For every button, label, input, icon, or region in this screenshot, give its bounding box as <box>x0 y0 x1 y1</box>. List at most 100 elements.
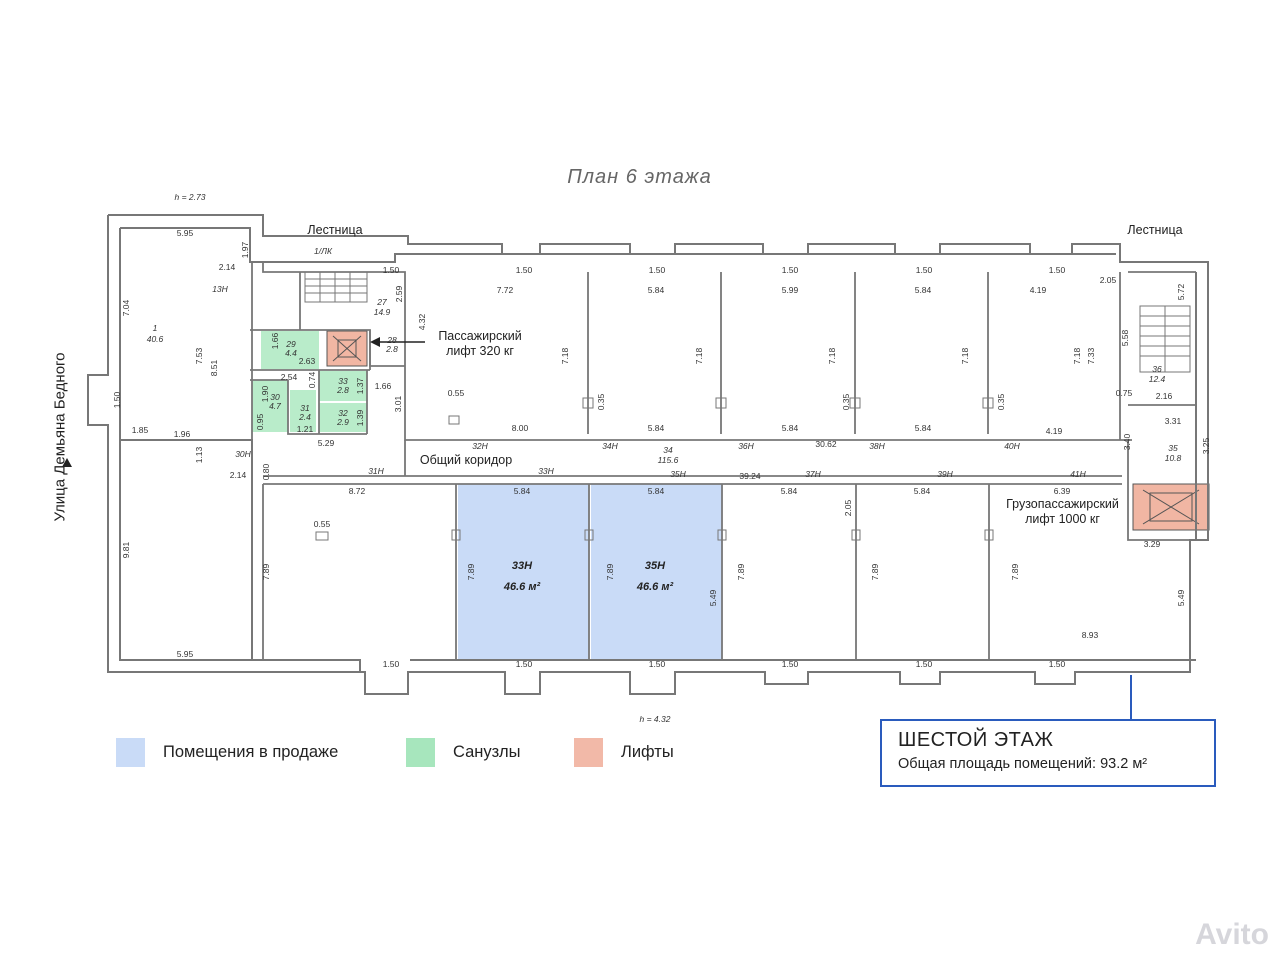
dim-label: 8.93 <box>1082 630 1099 640</box>
floor-total-area: Общая площадь помещений: 93.2 м² <box>898 756 1148 772</box>
dim-label: 1.50 <box>649 265 666 275</box>
room-number: 31 <box>300 403 310 413</box>
dim-label: 4.32 <box>417 313 427 330</box>
dim-label: 3.01 <box>393 395 403 412</box>
stair-left-label: Лестница <box>307 223 363 237</box>
room-area: 2.8 <box>385 344 398 354</box>
dim-label: 1.21 <box>297 424 314 434</box>
room-area: 2.4 <box>298 412 311 422</box>
dim-label: 1.50 <box>782 265 799 275</box>
dim-label: 2.63 <box>299 356 316 366</box>
legend-item-wc: Санузлы <box>406 738 521 767</box>
unit-code: 13Н <box>212 284 228 294</box>
dim-label: 7.18 <box>827 347 837 364</box>
dim-label: 7.89 <box>261 563 271 580</box>
dim-label: 2.16 <box>1156 391 1173 401</box>
room-number: 30 <box>270 392 280 402</box>
room-area: 115.6 <box>658 455 679 465</box>
legend-label: Лифты <box>621 743 674 761</box>
room-33n-fill[interactable] <box>458 484 589 659</box>
dim-label: 5.84 <box>915 423 932 433</box>
dim-label: 1.50 <box>916 265 933 275</box>
dim-label: 2.59 <box>394 285 404 302</box>
dim-label: 1.13 <box>194 446 204 463</box>
dim-label: 5.84 <box>514 486 531 496</box>
dim-label: 7.18 <box>560 347 570 364</box>
dim-label: 5.84 <box>648 423 665 433</box>
room-area: 40.6 <box>147 334 164 344</box>
dim-label: 5.84 <box>648 486 665 496</box>
dim-label: 5.84 <box>648 285 665 295</box>
unit-code: 32Н <box>472 441 488 451</box>
legend-item-sale: Помещения в продаже <box>116 738 338 767</box>
dim-label: 0.35 <box>996 393 1006 410</box>
height-top: h = 2.73 <box>175 192 206 202</box>
dim-label: 1.50 <box>516 659 533 669</box>
room-33n-code: 33Н <box>512 560 533 572</box>
dim-label: 0.55 <box>448 388 465 398</box>
dim-label: 1.50 <box>112 391 122 408</box>
room-35n-fill[interactable] <box>591 484 722 659</box>
dim-label: 7.18 <box>960 347 970 364</box>
room-area: 4.7 <box>269 401 281 411</box>
floor-info-box: ШЕСТОЙ ЭТАЖ Общая площадь помещений: 93.… <box>880 719 1216 787</box>
passenger-lift-label: Пассажирский лифт 320 кг <box>438 329 522 358</box>
wc-33-fill <box>319 371 367 401</box>
unit-code: 39Н <box>937 469 953 479</box>
dim-label: 2.05 <box>843 499 853 516</box>
room-number: 32 <box>338 408 348 418</box>
room-area: 4.4 <box>285 348 297 358</box>
dim-label: 7.72 <box>497 285 514 295</box>
dim-label: 2.14 <box>230 470 247 480</box>
dim-label: 1.50 <box>383 659 400 669</box>
legend-label: Помещения в продаже <box>163 743 339 761</box>
room-33n-area: 46.6 м² <box>503 581 541 593</box>
dim-label: 5.49 <box>1176 589 1186 606</box>
dim-label: 3.29 <box>1144 539 1161 549</box>
dim-label: 1.50 <box>383 265 400 275</box>
dim-label: 4.19 <box>1030 285 1047 295</box>
dim-label: 1.50 <box>1049 659 1066 669</box>
dim-label: 7.89 <box>870 563 880 580</box>
dim-label: 1.90 <box>260 385 270 402</box>
room-35n-area: 46.6 м² <box>636 581 674 593</box>
dim-label: 5.84 <box>914 486 931 496</box>
dim-label: 0.74 <box>307 371 317 388</box>
avito-watermark: Avito <box>1195 918 1269 951</box>
dim-label: 1.50 <box>516 265 533 275</box>
legend-swatch-sale <box>116 738 145 767</box>
dim-label: 8.00 <box>512 423 529 433</box>
dim-label: 5.72 <box>1176 283 1186 300</box>
dim-label: 0.35 <box>596 393 606 410</box>
dim-label: 0.75 <box>1116 388 1133 398</box>
corridor-label: Общий коридор <box>419 453 513 467</box>
unit-code: 30Н <box>235 449 251 459</box>
floor-heading: ШЕСТОЙ ЭТАЖ <box>898 729 1054 751</box>
plan-title: План 6 этажа <box>567 166 712 188</box>
room-number: 29 <box>285 339 296 349</box>
room-number: 34 <box>663 445 673 455</box>
dim-label: 7.33 <box>1086 347 1096 364</box>
street-arrow-icon <box>62 458 72 467</box>
room-area: 12.4 <box>1149 374 1166 384</box>
unit-code: 31Н <box>368 466 384 476</box>
dim-label: 5.95 <box>177 649 194 659</box>
legend-label: Санузлы <box>453 743 521 761</box>
dim-label: 7.89 <box>1010 563 1020 580</box>
wc-31-fill <box>290 390 316 432</box>
wc-32-fill <box>319 403 367 432</box>
height-bottom: h = 4.32 <box>640 714 671 724</box>
dim-label: 7.89 <box>605 563 615 580</box>
dim-label: 1.66 <box>270 332 280 349</box>
room-area: 14.9 <box>374 307 391 317</box>
unit-code: 36Н <box>738 441 754 451</box>
dim-label: 1.66 <box>375 381 392 391</box>
street-label: Улица Демьяна Бедного <box>51 352 69 522</box>
unit-code: 33Н <box>538 466 554 476</box>
unit-code: 40Н <box>1004 441 1020 451</box>
dim-label: 1.85 <box>132 425 149 435</box>
dim-label: 8.72 <box>349 486 366 496</box>
dim-label: 7.53 <box>194 347 204 364</box>
dim-label: 6.39 <box>1054 486 1071 496</box>
